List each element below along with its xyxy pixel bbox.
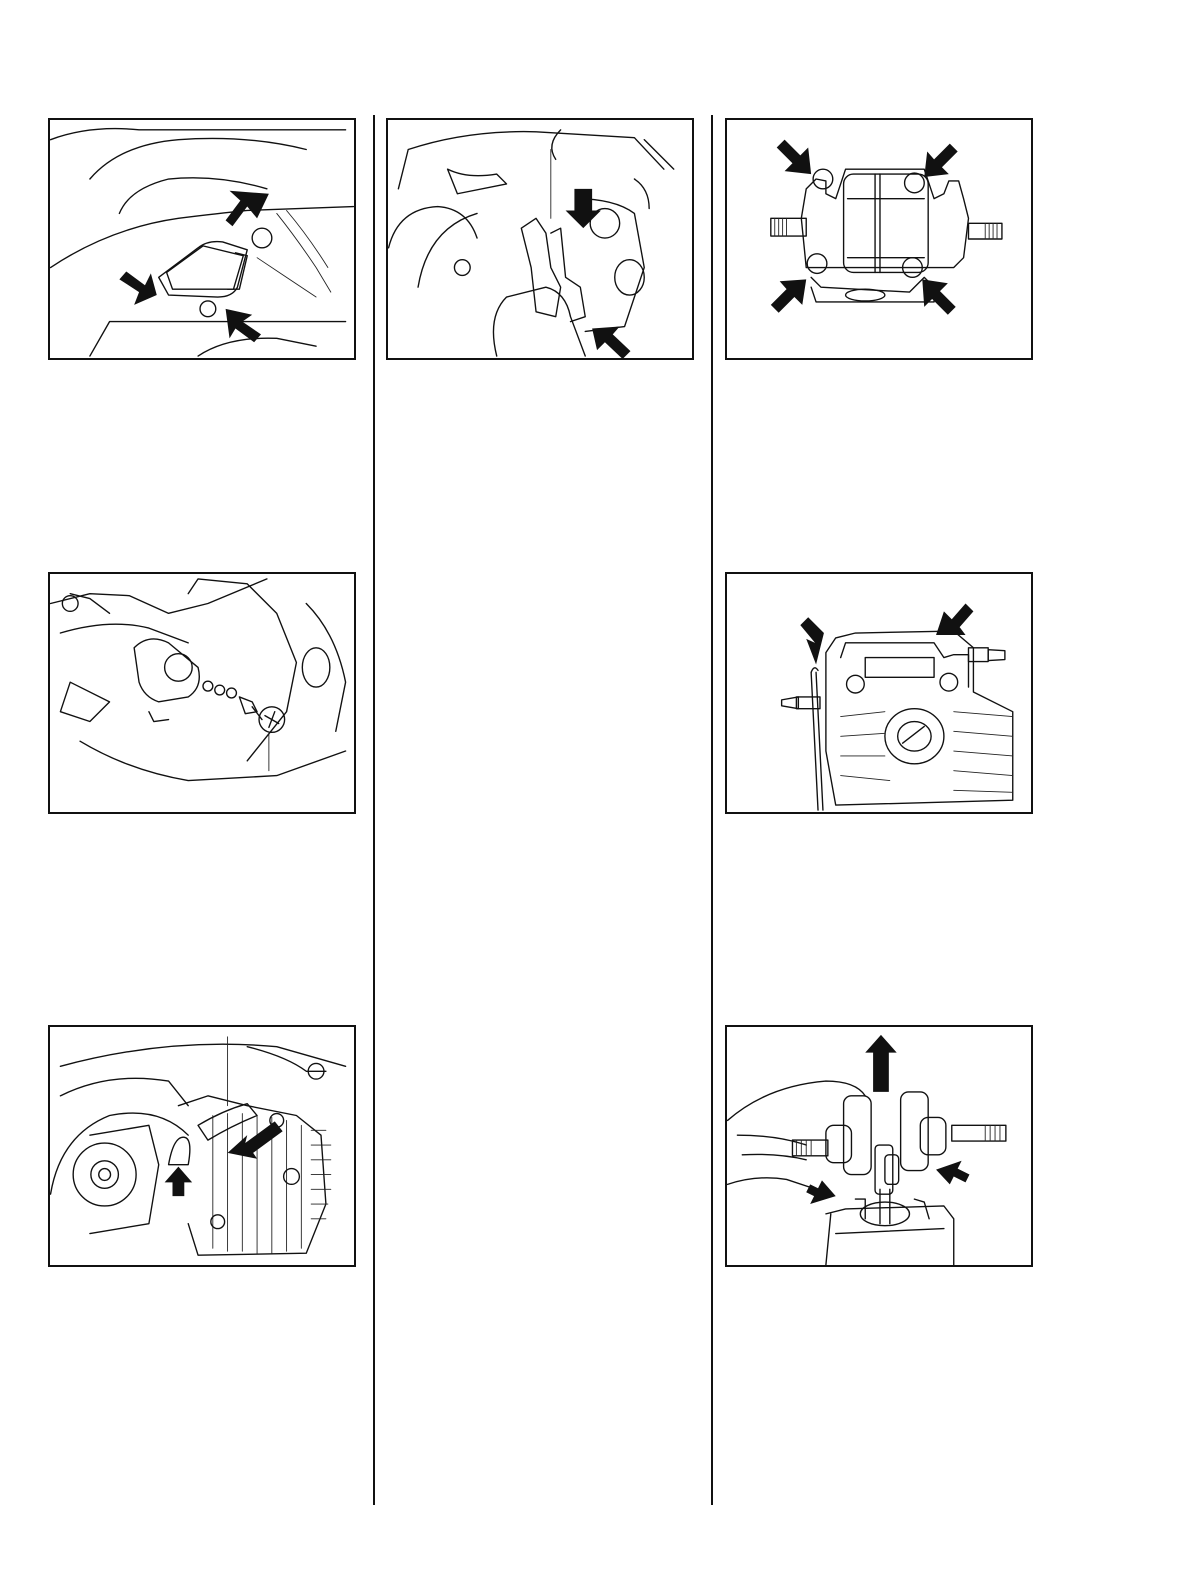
- column-divider-left: [373, 115, 375, 1505]
- arrow-left: [228, 1121, 283, 1158]
- gasket-removal-illustration: [388, 120, 692, 358]
- figure-gasket-removal: [386, 118, 694, 360]
- crankshaft-removal-illustration: [727, 1027, 1031, 1265]
- arrow-down-right: [800, 617, 826, 664]
- crankcase-screws-illustration: [727, 120, 1031, 358]
- arrow-down-left: [936, 604, 973, 635]
- arrow-up-left: [592, 327, 630, 358]
- arrow-left: [936, 1161, 969, 1185]
- figure-cylinder-pry: [725, 572, 1033, 814]
- figure-crankcase-screws: [725, 118, 1033, 360]
- screw-top-right: [905, 173, 925, 193]
- arrow-up-right-left: [119, 271, 156, 304]
- figure-cover-plate: [48, 118, 356, 360]
- arrow-up-left-right: [226, 309, 261, 342]
- arrow-down: [566, 189, 601, 228]
- arrow-bottom-left: [771, 279, 806, 312]
- screw-bottom-left: [807, 254, 827, 274]
- cover-plate-illustration: [50, 120, 354, 358]
- impulse-hose-illustration: [50, 1027, 354, 1265]
- cylinder-pry-illustration: [727, 574, 1031, 812]
- arrow-top-right: [924, 144, 957, 177]
- figure-crankshaft-removal: [725, 1025, 1033, 1267]
- figure-impulse-hose: [48, 1025, 356, 1267]
- arrow-top-left: [777, 140, 811, 174]
- arrow-bottom-right: [922, 279, 955, 314]
- arrow-up: [865, 1035, 896, 1092]
- arrow-down-left: [226, 191, 269, 226]
- column-divider-right: [711, 115, 713, 1505]
- arrow-up: [165, 1167, 193, 1197]
- figure-bolt-assembly: [48, 572, 356, 814]
- bolt-assembly-illustration: [50, 574, 354, 812]
- arrow-right: [806, 1180, 836, 1204]
